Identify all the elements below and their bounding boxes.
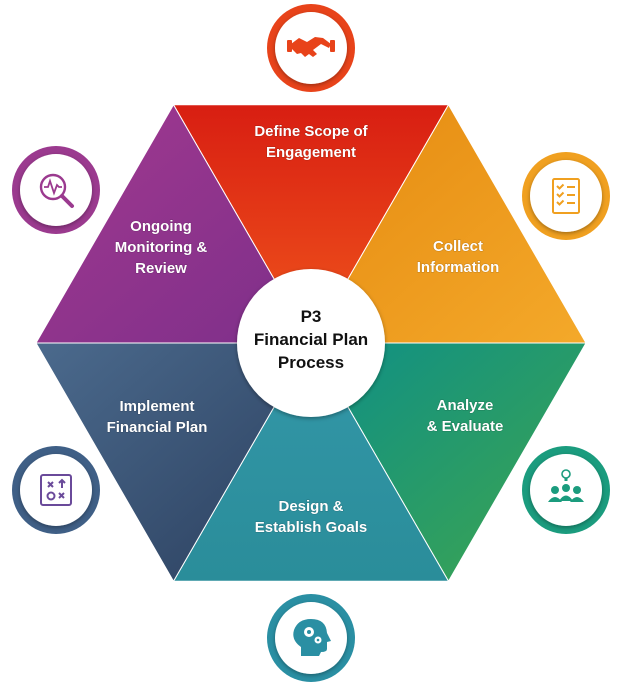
- badge-strategy-board: [12, 446, 100, 534]
- center-title-line2: Financial Plan: [254, 330, 368, 349]
- segment-label-define-scope-line2: Engagement: [266, 144, 356, 161]
- segment-label-design-line2: Establish Goals: [255, 519, 368, 536]
- badge-handshake: [267, 4, 355, 92]
- segment-label-collect-line1: Collect: [433, 238, 483, 255]
- segment-label-collect-line2: Information: [417, 259, 500, 276]
- head-gears-icon: [293, 619, 331, 656]
- segment-label-monitoring-line1: Ongoing: [130, 218, 192, 235]
- segment-labels: Define Scope of Engagement Collect Infor…: [106, 123, 504, 537]
- magnifier-pulse-icon: [39, 173, 74, 208]
- strategy-board-icon: [40, 474, 72, 506]
- segment-label-analyze-line1: Analyze: [437, 397, 494, 414]
- team-idea-icon: [548, 469, 584, 502]
- segment-label-analyze-line2: & Evaluate: [427, 418, 504, 435]
- segment-label-implement-line1: Implement: [119, 398, 194, 415]
- badge-disc: [530, 160, 602, 232]
- segment-ongoing-monitoring: [35, 103, 312, 344]
- center-title-line1: P3: [301, 307, 322, 326]
- center-circle: [237, 269, 385, 417]
- badge-magnifier: [12, 146, 100, 234]
- center-title-line3: Process: [278, 353, 344, 372]
- center-hub: P3 Financial Plan Process: [237, 269, 385, 417]
- badge-checklist: [522, 152, 610, 240]
- segment-label-design-line1: Design &: [278, 498, 343, 515]
- badge-head-gears: [267, 594, 355, 682]
- segment-label-monitoring-line3: Review: [135, 260, 187, 277]
- wheel-segments: [35, 103, 587, 583]
- segment-label-implement-line2: Financial Plan: [107, 419, 208, 436]
- handshake-icon: [287, 37, 335, 57]
- badge-disc: [20, 454, 92, 526]
- badge-team-idea: [522, 446, 610, 534]
- segment-label-monitoring-line2: Monitoring &: [115, 239, 208, 256]
- segment-label-define-scope-line1: Define Scope of: [254, 123, 368, 140]
- checklist-icon: [552, 178, 580, 214]
